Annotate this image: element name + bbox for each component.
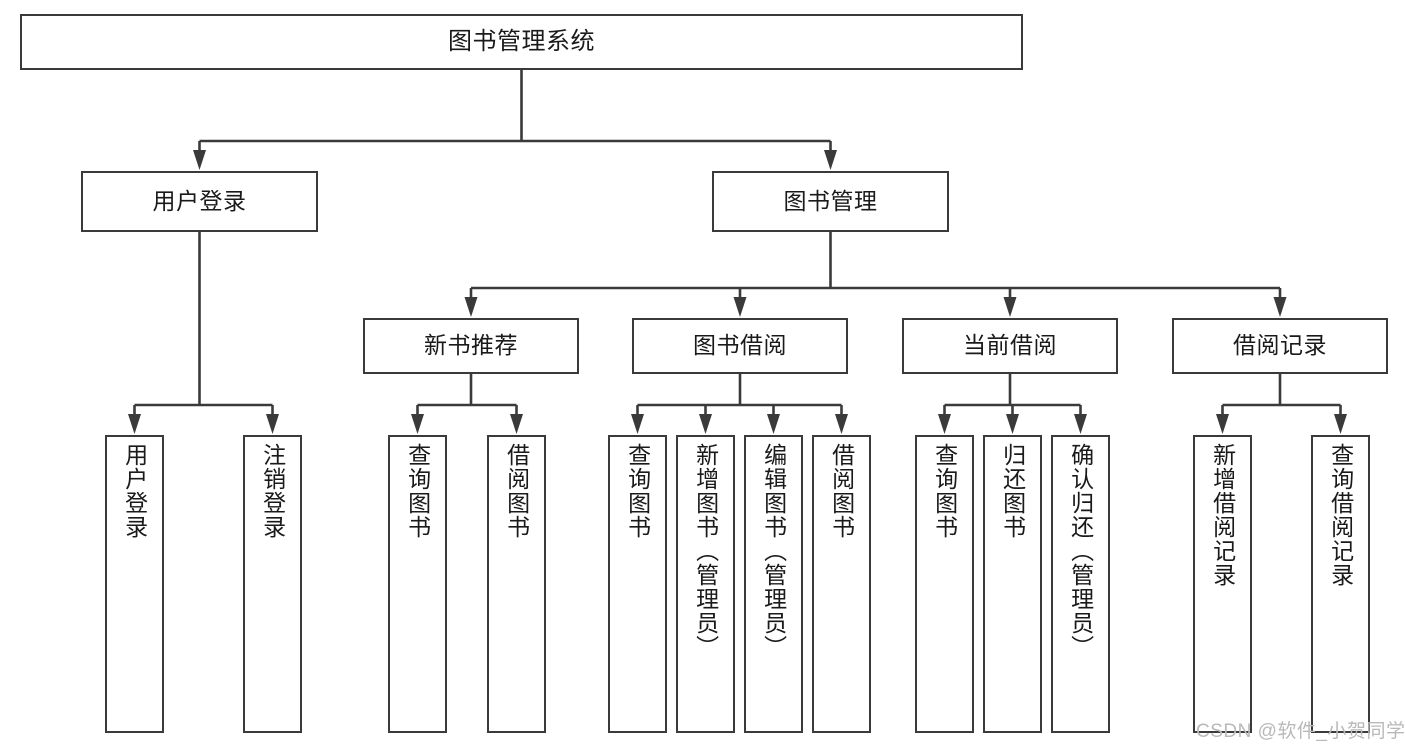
node-leaf-confirm-return: 确认归还（管理员）: [1051, 435, 1110, 733]
node-leaf-borrow-book-2: 借阅图书: [812, 435, 871, 733]
node-label-leaf-add-book: 新增图书（管理员）: [692, 443, 719, 659]
node-label-leaf-borrow-book-1: 借阅图书: [503, 443, 530, 539]
node-current-borrow: 当前借阅: [902, 318, 1118, 374]
node-leaf-borrow-book-1: 借阅图书: [487, 435, 546, 733]
node-label-root: 图书管理系统: [448, 27, 595, 55]
node-label-leaf-borrow-book-2: 借阅图书: [828, 443, 855, 539]
node-label-current-borrow: 当前借阅: [963, 332, 1057, 359]
node-label-borrow-record: 借阅记录: [1233, 332, 1327, 359]
node-leaf-user-login: 用户登录: [105, 435, 164, 733]
node-leaf-query-book-1: 查询图书: [388, 435, 447, 733]
csdn-watermark: CSDN @软件_小贺同学: [1196, 721, 1405, 742]
node-label-leaf-query-book-1: 查询图书: [404, 443, 431, 539]
node-label-leaf-user-logout: 注销登录: [259, 443, 286, 539]
node-label-leaf-add-record: 新增借阅记录: [1209, 443, 1236, 587]
node-label-leaf-return-book: 归还图书: [999, 443, 1026, 539]
node-leaf-query-record: 查询借阅记录: [1311, 435, 1370, 733]
node-label-leaf-confirm-return: 确认归还（管理员）: [1067, 443, 1094, 659]
node-leaf-query-book-2: 查询图书: [608, 435, 667, 733]
node-label-leaf-user-login: 用户登录: [121, 443, 148, 539]
node-leaf-return-book: 归还图书: [983, 435, 1042, 733]
node-leaf-add-book: 新增图书（管理员）: [676, 435, 735, 733]
node-label-leaf-query-record: 查询借阅记录: [1327, 443, 1354, 587]
node-label-book-manage: 图书管理: [783, 187, 878, 214]
node-leaf-add-record: 新增借阅记录: [1193, 435, 1252, 733]
node-label-new-book-rec: 新书推荐: [424, 332, 518, 359]
node-user-login: 用户登录: [81, 171, 318, 232]
node-label-user-login: 用户登录: [152, 187, 247, 214]
node-label-leaf-query-book-3: 查询图书: [931, 443, 958, 539]
node-label-leaf-query-book-2: 查询图书: [624, 443, 651, 539]
node-leaf-user-logout: 注销登录: [243, 435, 302, 733]
node-label-book-borrow: 图书借阅: [693, 332, 787, 359]
node-root: 图书管理系统: [20, 14, 1023, 70]
node-borrow-record: 借阅记录: [1172, 318, 1388, 374]
node-book-borrow: 图书借阅: [632, 318, 848, 374]
node-label-leaf-edit-book: 编辑图书（管理员）: [760, 443, 787, 659]
node-leaf-query-book-3: 查询图书: [915, 435, 974, 733]
node-leaf-edit-book: 编辑图书（管理员）: [744, 435, 803, 733]
node-book-manage: 图书管理: [712, 171, 949, 232]
node-new-book-rec: 新书推荐: [363, 318, 579, 374]
